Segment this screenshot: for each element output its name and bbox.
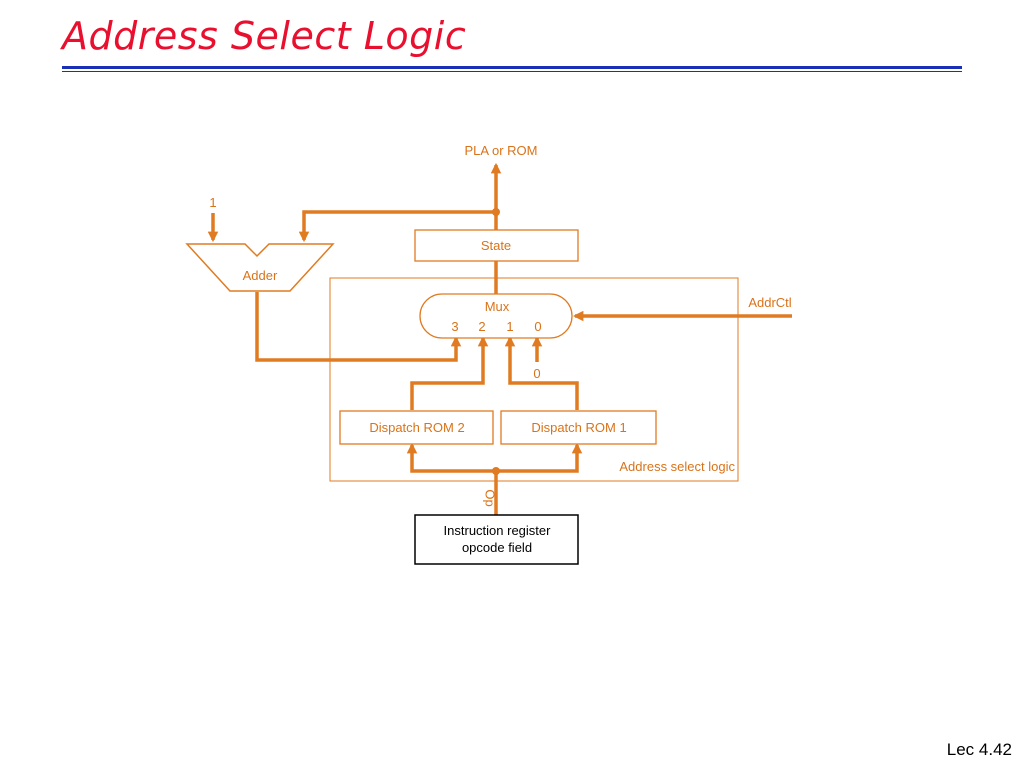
- wire-adder-to-mux3: [255, 292, 462, 362]
- address-select-label: Address select logic: [619, 459, 735, 474]
- instruction-register-box: [414, 514, 579, 565]
- ir-label-line1: Instruction register: [444, 523, 552, 538]
- junction-op: [492, 467, 500, 475]
- junction-state: [492, 208, 500, 216]
- op-label: Op: [483, 489, 498, 506]
- state-box: [414, 229, 579, 262]
- mux-input-2-label: 2: [478, 319, 485, 334]
- address-select-box: [329, 277, 739, 482]
- wire-op-to-rom1: [496, 442, 583, 473]
- adder-shape: [185, 243, 335, 292]
- title-underline: [62, 66, 962, 69]
- dispatch-rom-1-box: [500, 410, 657, 445]
- mux-input-3-label: 3: [451, 319, 458, 334]
- adder-label: Adder: [243, 268, 278, 283]
- zero-label: 0: [533, 366, 540, 381]
- mux-input-1-label: 1: [506, 319, 513, 334]
- wire-op-to-rom2: [406, 442, 498, 515]
- dispatch-rom-2-label: Dispatch ROM 2: [369, 420, 464, 435]
- addrctl-label: AddrCtl: [748, 295, 791, 310]
- dispatch-rom-1-label: Dispatch ROM 1: [531, 420, 626, 435]
- title-underline-thin: [62, 71, 962, 72]
- mux-input-0-label: 0: [534, 319, 541, 334]
- slide-title: Address Select Logic: [62, 14, 467, 58]
- wire-rom1-to-mux1: [504, 335, 579, 410]
- mux-label: Mux: [485, 299, 510, 314]
- wire-rom2-to-mux2: [410, 335, 489, 410]
- state-label: State: [481, 238, 511, 253]
- const-one-label: 1: [209, 195, 216, 210]
- slide-footer: Lec 4.42: [946, 740, 1012, 759]
- mux-shape: [419, 293, 573, 339]
- pla-rom-label: PLA or ROM: [465, 143, 538, 158]
- dispatch-rom-2-box: [339, 410, 494, 445]
- wire-state-to-adder: [298, 210, 496, 243]
- ir-label-line2: opcode field: [462, 540, 532, 555]
